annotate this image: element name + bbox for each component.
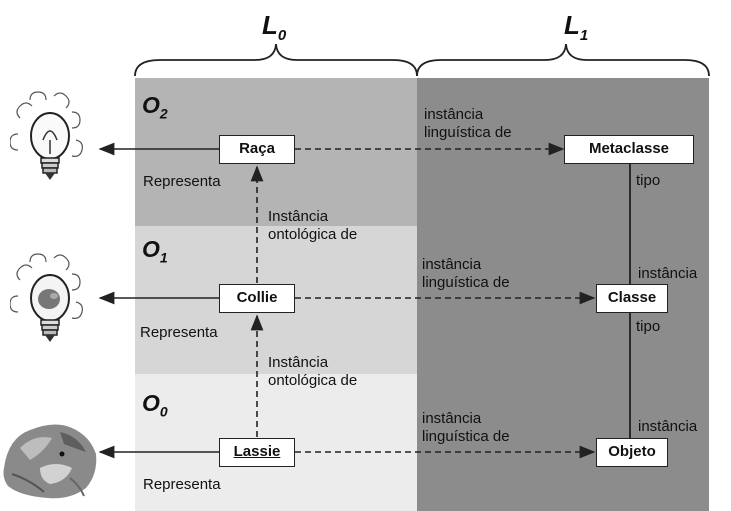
label-tipo-1: tipo	[636, 172, 661, 189]
dog-photo	[3, 424, 97, 499]
box-raca: Raça	[219, 135, 295, 164]
label-represents-raca: Representa	[143, 173, 221, 190]
box-objeto: Objeto	[596, 438, 668, 467]
layer-title-l0: L0	[262, 10, 287, 45]
level-o0: O0	[142, 390, 168, 420]
lightbulb-dog-icon	[10, 253, 83, 342]
layer-title-l1: L1	[564, 10, 589, 45]
label-instancia-1: instância	[638, 265, 698, 282]
level-o2: O2	[142, 92, 168, 122]
level-o1: O1	[142, 236, 168, 266]
box-collie: Collie	[219, 284, 295, 313]
brace-l0	[134, 43, 418, 77]
box-lassie: Lassie	[219, 438, 295, 467]
label-represents-collie: Representa	[140, 324, 218, 341]
lightbulb-icon	[10, 91, 83, 180]
label-instancia-2: instância	[638, 418, 698, 435]
brace-l1	[416, 43, 710, 77]
label-tipo-2: tipo	[636, 318, 661, 335]
box-classe: Classe	[596, 284, 668, 313]
label-represents-lassie: Representa	[143, 476, 221, 493]
box-metaclasse: Metaclasse	[564, 135, 694, 164]
